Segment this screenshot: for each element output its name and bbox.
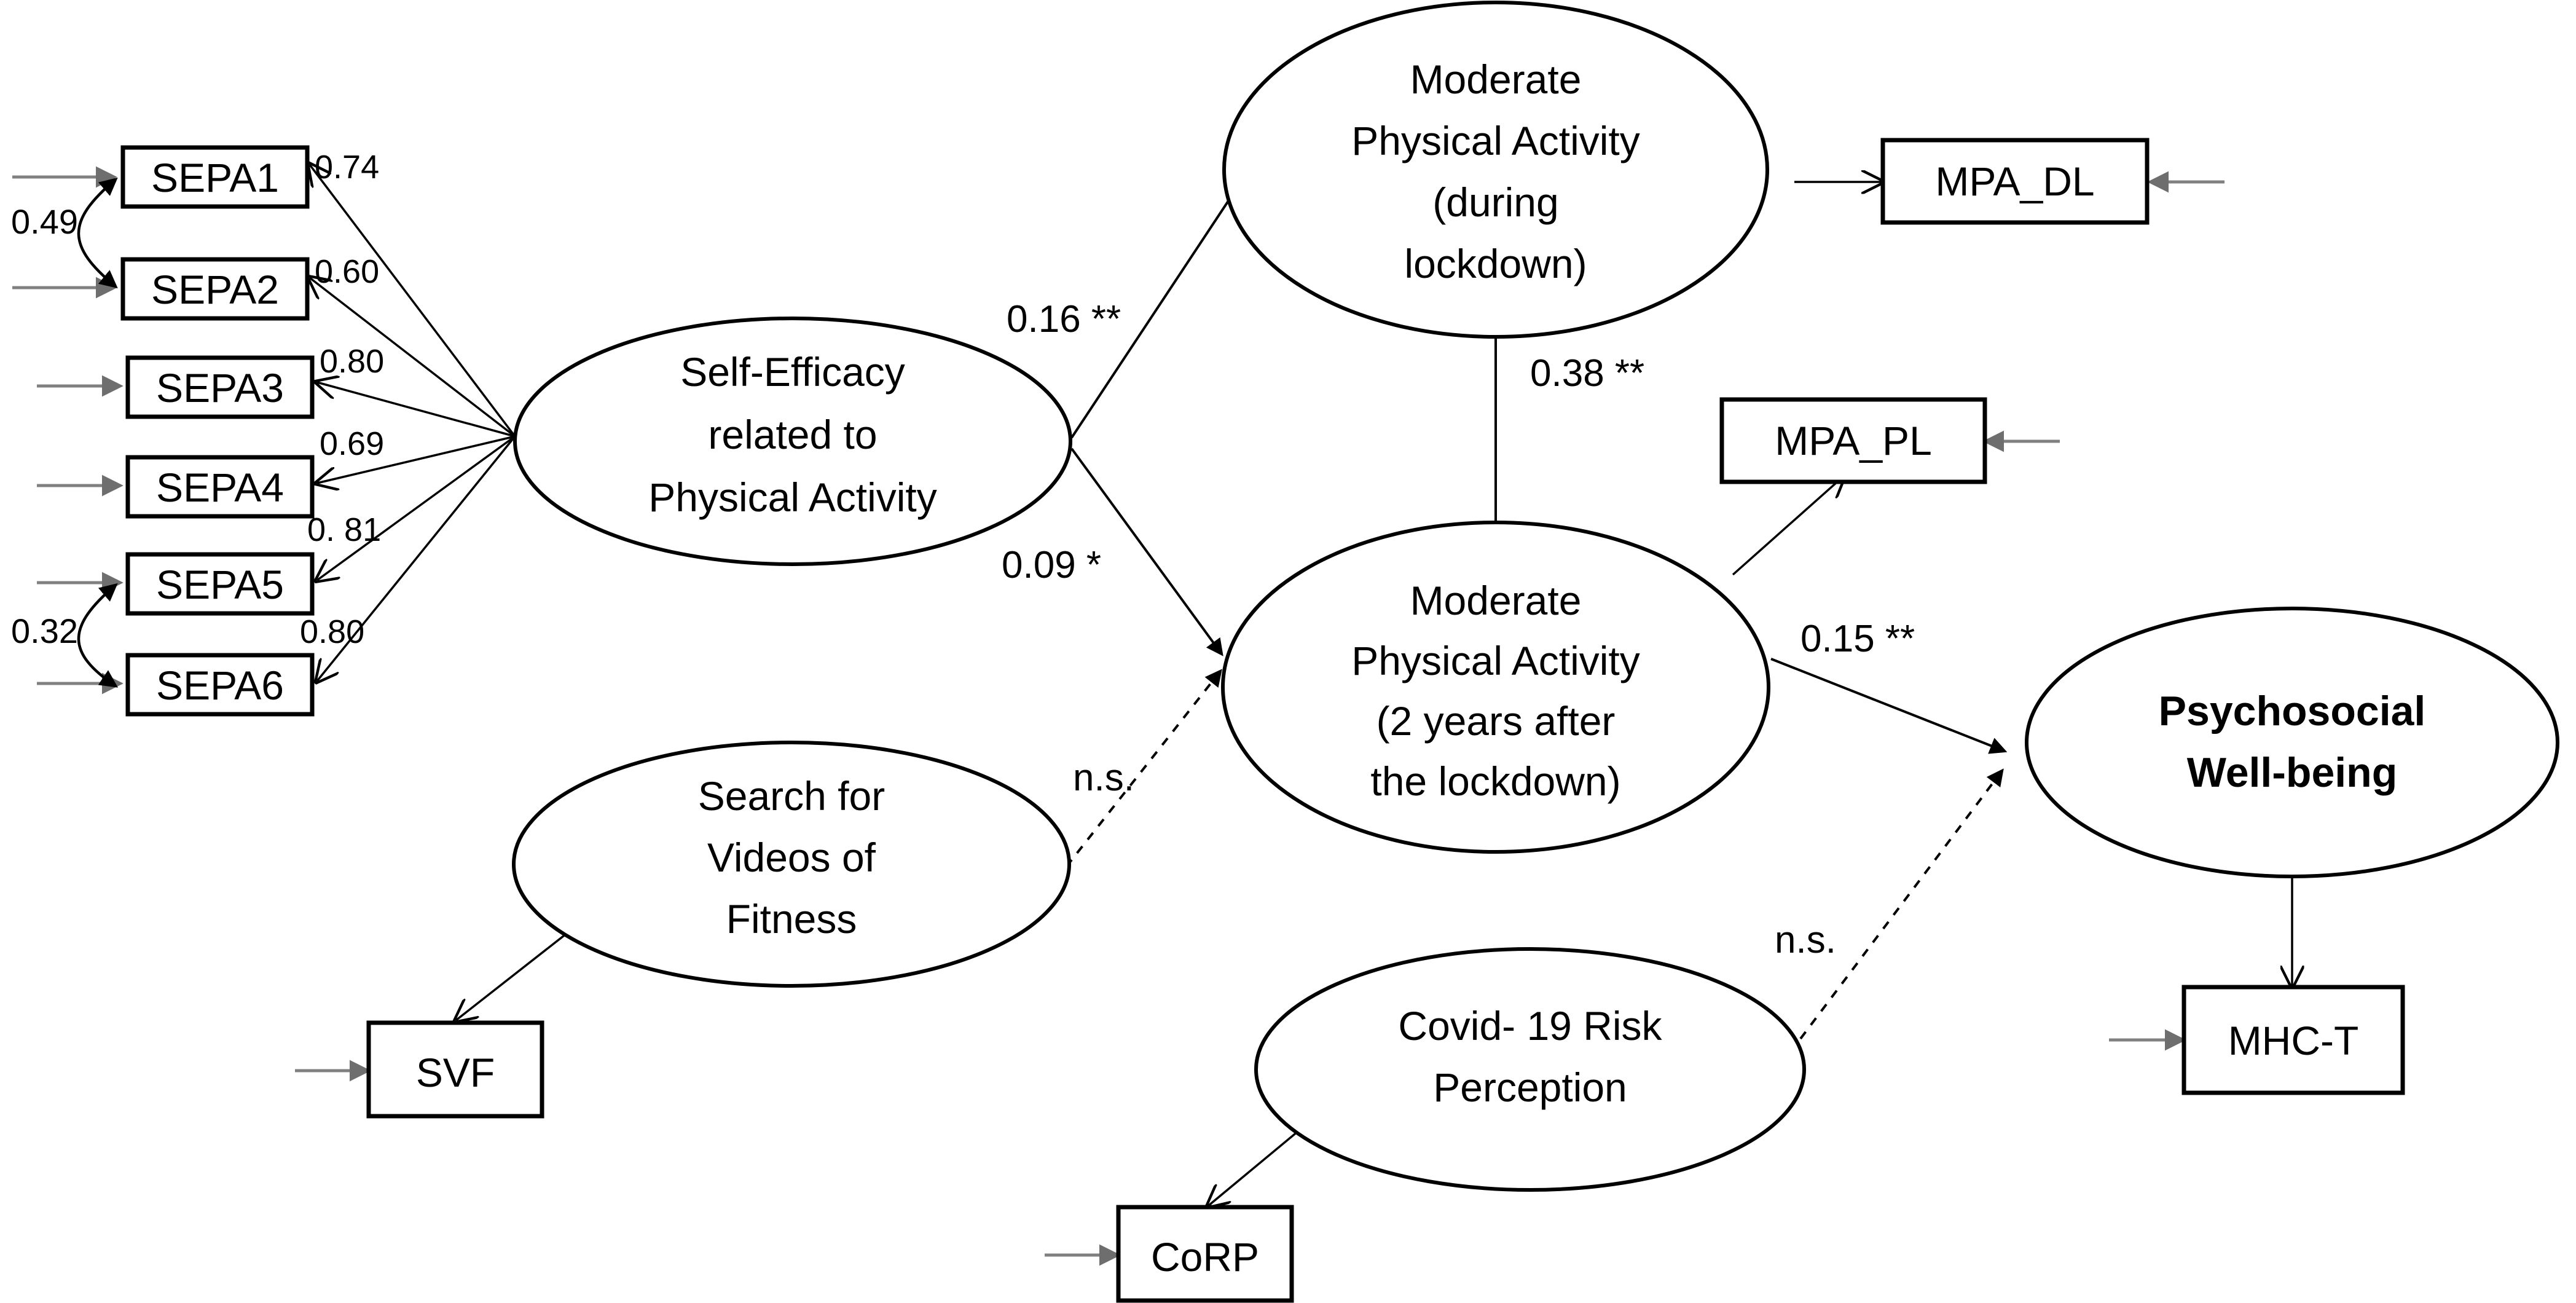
loading-arrow-sepa2 — [310, 278, 516, 438]
latent-ellipse-mpa-during-lockdown[interactable]: Moderate Physical Activity (during lockd… — [1222, 1, 1769, 339]
observed-box-mpa-dl[interactable]: MPA_DL — [1880, 138, 2150, 225]
observed-box-label: SEPA5 — [156, 562, 284, 607]
observed-box-label: MPA_DL — [1935, 159, 2094, 204]
observed-box-rect — [1880, 138, 2150, 225]
observed-box-rect — [120, 145, 310, 209]
observed-box-label: SEPA2 — [151, 267, 279, 312]
path-arrow-sepa-to-mpa-during — [1070, 177, 1244, 439]
observed-box-rect — [125, 355, 315, 419]
observed-box-label: SVF — [416, 1050, 495, 1095]
latent-label-line-1: Self-Efficacy — [680, 349, 905, 395]
observed-box-rect — [1719, 397, 1987, 484]
observed-box-rect — [125, 653, 315, 717]
latent-label-line-2: related to — [708, 412, 877, 457]
observed-box-rect — [125, 455, 315, 519]
observed-box-rect — [1116, 1205, 1294, 1303]
latent-label-line-2: Well-being — [2187, 749, 2398, 796]
path-label-corp-to-pwb: n.s. — [1775, 919, 1836, 961]
observed-box-sepa4[interactable]: SEPA4 — [125, 455, 315, 519]
latent-ellipse-mpa-after-lockdown[interactable]: Moderate Physical Activity (2 years afte… — [1221, 521, 1770, 854]
loading-label-sepa1: 0.74 — [315, 149, 379, 186]
observed-box-rect — [120, 257, 310, 321]
latent-ellipse-shape — [1221, 521, 1770, 854]
latent-label-line-4: lockdown) — [1404, 241, 1587, 286]
latent-label-line-2: Physical Activity — [1351, 118, 1639, 163]
path-arrow-corp-to-pwb — [1799, 768, 2004, 1040]
latent-label-line-1: Moderate — [1410, 578, 1582, 623]
latent-label-line-1: Covid- 19 Risk — [1398, 1003, 1662, 1049]
observed-box-label: MHC-T — [2228, 1018, 2359, 1063]
observed-box-svf[interactable]: SVF — [366, 1020, 544, 1119]
covariance-curve-sepa5-sepa6 — [77, 583, 119, 688]
observed-box-label: SEPA3 — [156, 365, 284, 411]
latent-label-line-2: Videos of — [707, 835, 876, 880]
observed-box-sepa5[interactable]: SEPA5 — [125, 552, 315, 616]
loading-arrow-sepa1 — [310, 165, 516, 438]
observed-box-label: SEPA6 — [156, 663, 284, 708]
path-label-mpa-during-to-mpa-after: 0.38 ** — [1530, 352, 1644, 395]
latent-label-line-1: Search for — [698, 773, 885, 819]
path-arrow-mpa-after-to-pwb — [1770, 658, 2008, 754]
latent-label-line-3: (during — [1432, 179, 1558, 225]
observed-box-sepa1[interactable]: SEPA1 — [120, 145, 310, 209]
loading-arrow-sepa4 — [317, 435, 516, 483]
latent-ellipse-shape — [513, 317, 1072, 566]
loading-arrow-sepa3 — [317, 382, 516, 438]
loading-label-sepa4: 0.69 — [320, 425, 384, 462]
observed-box-rect — [2181, 985, 2405, 1095]
latent-ellipse-search-videos-fitness[interactable]: Search for Videos of Fitness — [512, 741, 1071, 988]
latent-label-line-3: Fitness — [726, 896, 857, 942]
observed-box-rect — [125, 552, 315, 616]
loading-arrow-mpa-pl — [1732, 476, 1844, 576]
observed-box-mpa-pl[interactable]: MPA_PL — [1719, 397, 1987, 484]
observed-box-label: SEPA1 — [151, 155, 279, 200]
latent-label-line-2: Perception — [1433, 1065, 1627, 1110]
latent-label-line-1: Psychosocial — [2159, 688, 2426, 734]
observed-box-sepa2[interactable]: SEPA2 — [120, 257, 310, 321]
observed-box-corp[interactable]: CoRP — [1116, 1205, 1294, 1303]
path-label-sepa-to-mpa-after: 0.09 * — [1002, 544, 1101, 586]
latent-ellipse-shape — [1222, 1, 1769, 339]
latent-ellipse-self-efficacy[interactable]: Self-Efficacy related to Physical Activi… — [513, 317, 1072, 566]
latent-ellipse-psychosocial-wellbeing[interactable]: Psychosocial Well-being — [2025, 607, 2559, 878]
latent-label-line-1: Moderate — [1410, 57, 1582, 102]
loading-label-sepa3: 0.80 — [320, 343, 384, 380]
latent-ellipse-shape — [1254, 947, 1806, 1192]
observed-box-mhct[interactable]: MHC-T — [2181, 985, 2405, 1095]
latent-label-line-3: Physical Activity — [648, 474, 937, 520]
path-label-svf-to-mpa-after: n.s. — [1073, 757, 1134, 799]
latent-ellipse-shape — [512, 741, 1071, 988]
path-label-mpa-after-to-pwb: 0.15 ** — [1800, 618, 1915, 660]
latent-ellipse-shape — [2025, 607, 2559, 878]
covariance-curves — [77, 177, 119, 688]
latent-label-line-4: the lockdown) — [1370, 758, 1620, 804]
path-label-sepa-to-mpa-during: 0.16 ** — [1007, 298, 1121, 341]
latent-label-line-2: Physical Activity — [1351, 638, 1639, 683]
loading-label-sepa2: 0.60 — [315, 253, 379, 290]
observed-box-label: CoRP — [1151, 1234, 1259, 1280]
loading-label-sepa5: 0. 81 — [307, 511, 381, 548]
covariance-curve-sepa1-sepa2 — [77, 177, 118, 289]
observed-box-sepa3[interactable]: SEPA3 — [125, 355, 315, 419]
observed-box-rect — [366, 1020, 544, 1119]
latent-ellipse-covid-risk-perception[interactable]: Covid- 19 Risk Perception — [1254, 947, 1806, 1192]
latent-label-line-3: (2 years after — [1376, 698, 1616, 744]
covariance-label-sepa1-sepa2: 0.49 — [11, 202, 78, 241]
observed-box-label: SEPA4 — [156, 465, 284, 510]
observed-box-sepa6[interactable]: SEPA6 — [125, 653, 315, 717]
path-arrow-sepa-to-mpa-after — [1070, 447, 1223, 656]
loading-arrow-sepa6 — [317, 435, 516, 681]
loading-arrow-sepa5 — [317, 435, 516, 580]
covariance-label-sepa5-sepa6: 0.32 — [11, 612, 78, 650]
loading-label-sepa6: 0.80 — [300, 613, 364, 650]
observed-box-label: MPA_PL — [1775, 418, 1932, 463]
loading-arrows-sepa — [310, 165, 516, 681]
